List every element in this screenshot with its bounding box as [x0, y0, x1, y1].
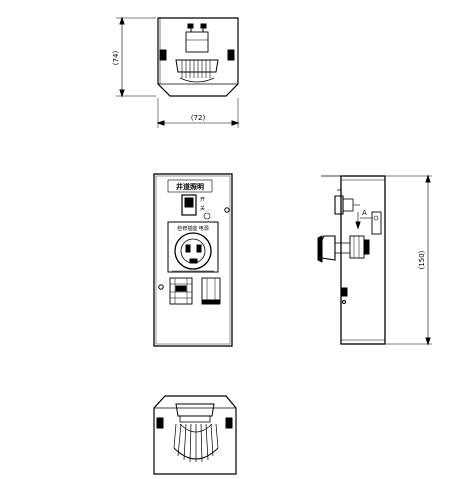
- front-plate-title: 井道照明: [176, 182, 204, 191]
- bottom-view: [153, 395, 237, 475]
- side-box-outline: [340, 175, 386, 345]
- bottom-socket-fins: [173, 423, 219, 463]
- inspection-socket: [174, 232, 212, 270]
- front-panel-outline: [153, 173, 233, 347]
- top-mount-tab-right: [227, 49, 235, 61]
- front-label-plate: [167, 179, 213, 193]
- front-screw-upper: [224, 207, 230, 213]
- bottom-mount-tab-right: [225, 417, 233, 429]
- socket-label: 检修插座 电源: [177, 225, 209, 232]
- top-socket-rim: [175, 59, 219, 73]
- side-mount-bottom: [340, 287, 348, 297]
- side-switch: [334, 195, 344, 215]
- lighting-switch: [181, 194, 197, 216]
- front-view: [153, 173, 233, 347]
- front-screw-lower: [158, 284, 164, 290]
- top-view: [116, 16, 240, 128]
- side-marker-label: A: [362, 209, 367, 217]
- top-view-height-dim: (74): [112, 51, 120, 66]
- side-socket-head: [320, 235, 336, 261]
- bottom-socket-rim: [175, 403, 215, 417]
- switch-label-open: 开: [200, 197, 205, 203]
- socket-plate: [167, 221, 219, 273]
- bottom-mount-tab-left: [156, 417, 164, 429]
- side-view: [317, 174, 432, 346]
- top-mount-tab-left: [159, 49, 167, 61]
- top-view-width-dim: (72): [191, 114, 206, 122]
- terminal-block: [169, 277, 193, 305]
- top-switch-body: [185, 31, 209, 53]
- side-view-height-dim: (150): [418, 250, 426, 269]
- switch-label-close: 关: [200, 205, 205, 212]
- front-indicator: [203, 212, 211, 220]
